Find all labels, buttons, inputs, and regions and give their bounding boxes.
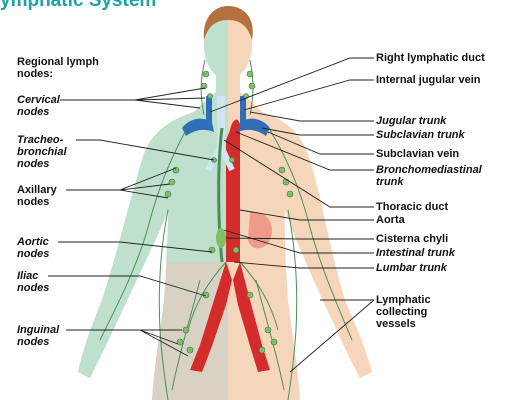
label-lymphatic-collecting-vessels: Lymphatic collecting vessels — [376, 294, 446, 330]
label-axillary-nodes: Axillary nodes — [17, 184, 67, 208]
label-aortic-nodes: Aortic nodes — [17, 236, 61, 260]
label-tracheobronchial-nodes: Tracheo-bronchial nodes — [17, 134, 79, 170]
label-aorta: Aorta — [376, 214, 405, 226]
label-lumbar-trunk: Lumbar trunk — [376, 262, 447, 274]
label-cervical-nodes: Cervical nodes — [17, 94, 67, 118]
label-subclavian-trunk: Subclavian trunk — [376, 129, 465, 141]
cisterna-chyli-structure — [216, 228, 226, 248]
neck-lymph-half — [216, 74, 228, 96]
aorta-vessel — [226, 120, 240, 262]
label-intestinal-trunk: Intestinal trunk — [376, 247, 455, 259]
label-cisterna-chyli: Cisterna chyli — [376, 233, 448, 245]
cervical-leader — [60, 88, 205, 108]
internal-jugular-vein-right — [206, 96, 212, 124]
label-inguinal-nodes: Inguinal nodes — [17, 324, 67, 348]
label-iliac-nodes: Iliac nodes — [17, 270, 51, 294]
regional-lymph-nodes-heading: Regional lymph nodes: — [17, 56, 127, 80]
label-thoracic-duct: Thoracic duct — [376, 201, 448, 213]
internal-jugular-vein-leader — [244, 80, 374, 110]
label-right-lymphatic-duct: Right lymphatic duct — [376, 52, 485, 64]
label-internal-jugular-vein: Internal jugular vein — [376, 74, 481, 86]
label-bronchomediastinal-trunk: Bronchomediastinal trunk — [376, 164, 486, 188]
label-jugular-trunk: Jugular trunk — [376, 115, 446, 127]
label-subclavian-vein: Subclavian vein — [376, 148, 459, 160]
